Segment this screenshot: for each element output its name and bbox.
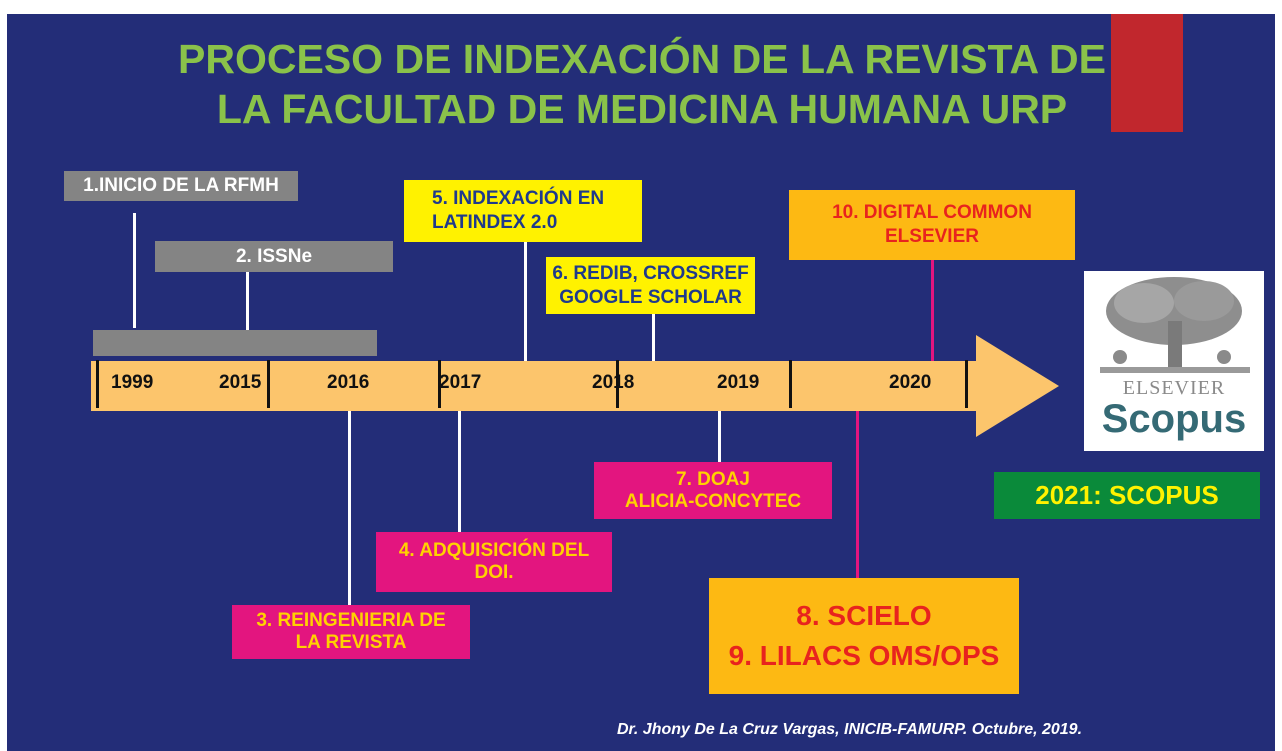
milestone-3: 3. REINGENIERIA DE LA REVISTA: [232, 605, 470, 659]
title-line-2: LA FACULTAD DE MEDICINA HUMANA URP: [216, 86, 1068, 132]
elsevier-tree-icon: [1100, 277, 1250, 373]
title-line-1: PROCESO DE INDEXACIÓN DE LA REVISTA DE: [178, 36, 1106, 82]
footer-credit: Dr. Jhony De La Cruz Vargas, INICIB-FAMU…: [617, 721, 1083, 738]
connector-line-7: [718, 409, 721, 462]
elsevier-scopus-logo: ELSEVIER Scopus: [1084, 271, 1264, 451]
milestone-9-label: 9. LILACS OMS/OPS: [728, 640, 1000, 671]
milestone-4-line-1: 4. ADQUISICIÓN DEL: [398, 540, 590, 561]
year-label: 1999: [111, 372, 154, 393]
red-accent-bar: [1111, 14, 1183, 132]
milestone-8-label: 8. SCIELO: [796, 600, 932, 631]
year-label: 2015: [219, 372, 262, 393]
year-label: 2018: [592, 372, 635, 393]
milestone-10-line-1: 10. DIGITAL COMMON: [832, 202, 1032, 223]
year-tick: [96, 360, 99, 408]
milestone-10-line-2: ELSEVIER: [885, 226, 979, 247]
year-label: 2019: [717, 372, 760, 393]
milestone-7-line-1: 7. DOAJ: [676, 468, 750, 490]
milestone-4: 4. ADQUISICIÓN DEL DOI.: [376, 532, 612, 592]
milestone-7-line-2: ALICIA-CONCYTEC: [624, 490, 802, 512]
milestone-8-9: 8. SCIELO 9. LILACS OMS/OPS: [709, 578, 1019, 694]
milestone-2: 2. ISSNe: [155, 241, 393, 272]
logo-brand-text: ELSEVIER: [1122, 377, 1226, 399]
milestone-10: 10. DIGITAL COMMON ELSEVIER: [789, 190, 1075, 260]
slide-title: PROCESO DE INDEXACIÓN DE LA REVISTA DE L…: [137, 34, 1147, 134]
milestone-1-label: 1.INICIO DE LA RFMH: [83, 175, 279, 196]
year-tick: [438, 360, 441, 408]
milestone-4-line-2: DOI.: [474, 562, 514, 583]
connector-line-4: [458, 409, 461, 532]
scopus-2021-badge: 2021: SCOPUS: [994, 472, 1260, 519]
milestone-6-line-2: GOOGLE SCHOLAR: [559, 286, 742, 308]
year-tick: [267, 360, 270, 408]
milestone-5-line-2: LATINDEX 2.0: [432, 212, 558, 233]
milestone-2-label: 2. ISSNe: [235, 245, 313, 267]
year-tick: [965, 360, 968, 408]
connector-line-10: [931, 260, 934, 362]
connector-line-6: [652, 314, 655, 361]
logo-product-text: Scopus: [1101, 397, 1247, 441]
slide: PROCESO DE INDEXACIÓN DE LA REVISTA DE L…: [7, 14, 1275, 751]
milestone-5-line-1: 5. INDEXACIÓN EN: [432, 188, 605, 209]
milestone-3-line-2: LA REVISTA: [295, 632, 407, 653]
milestone-7: 7. DOAJ ALICIA-CONCYTEC: [594, 462, 832, 519]
timeline-arrow: [91, 335, 1059, 437]
connector-line-8: [856, 409, 859, 578]
year-label: 2020: [889, 372, 932, 393]
scopus-2021-label: 2021: SCOPUS: [1035, 480, 1219, 510]
milestone-6: 6. REDIB, CROSSREF GOOGLE SCHOLAR: [546, 257, 755, 314]
milestone-6-line-1: 6. REDIB, CROSSREF: [552, 262, 749, 284]
year-label: 2017: [439, 372, 482, 393]
milestone-3-line-1: 3. REINGENIERIA DE: [256, 610, 446, 631]
milestone-1: 1.INICIO DE LA RFMH: [64, 171, 298, 201]
connector-line-5: [524, 242, 527, 361]
period-bar: [93, 330, 377, 356]
year-label: 2016: [327, 372, 370, 393]
year-tick: [616, 360, 619, 408]
milestone-5: 5. INDEXACIÓN EN LATINDEX 2.0: [404, 180, 642, 242]
year-tick: [789, 360, 792, 408]
connector-line-3: [348, 409, 351, 605]
connector-line-1: [133, 213, 136, 328]
connector-line-2: [246, 272, 249, 349]
